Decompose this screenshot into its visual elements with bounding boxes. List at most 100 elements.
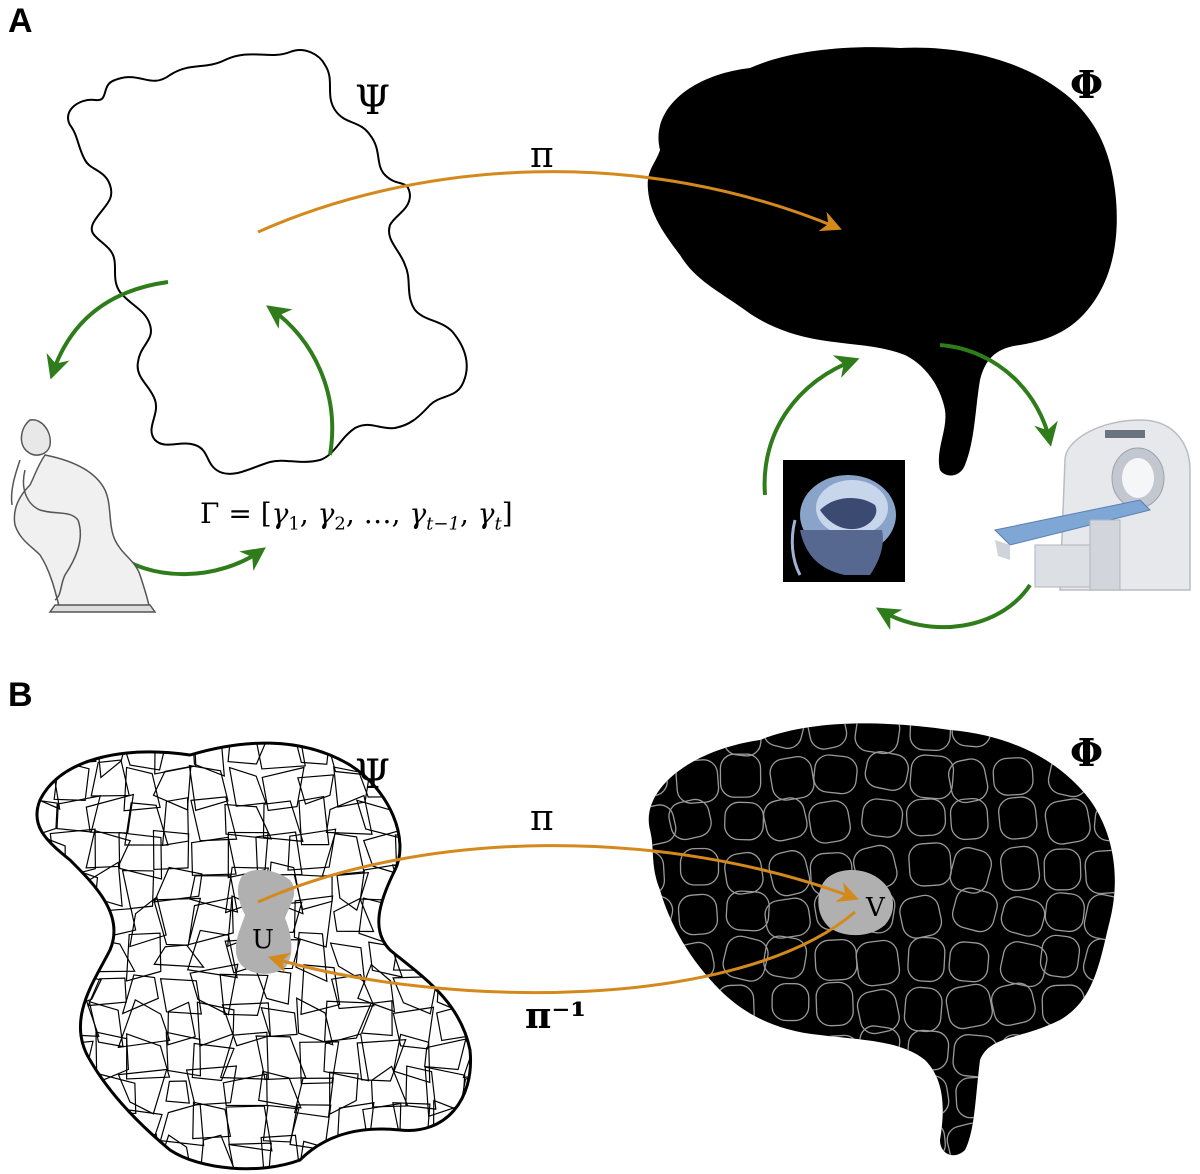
psi-cell (224, 803, 273, 840)
brain-cell (1084, 849, 1115, 895)
brain-cell (1086, 1027, 1115, 1072)
psi-cell (165, 1031, 202, 1077)
panel-label-b: B (8, 676, 33, 714)
psi-cell (467, 1139, 471, 1169)
brain-cell (768, 850, 811, 897)
psi-cell (152, 1167, 202, 1169)
brain-cell (1046, 1072, 1086, 1112)
psi-cell (298, 795, 330, 846)
psi-cell (228, 1142, 272, 1169)
brain-cell (817, 1034, 861, 1080)
gamma-item: … (363, 497, 392, 530)
brain-cell (905, 798, 947, 837)
brain-cell (999, 941, 1048, 988)
brain-cell (856, 988, 900, 1035)
psi-cell (323, 1033, 370, 1082)
psi-label-a: Ψ (355, 78, 391, 124)
psi-cell (165, 1080, 190, 1104)
psi-cell (191, 1042, 235, 1082)
psi-cell (36, 1135, 67, 1169)
psi-cell (62, 907, 96, 945)
gamma-item: γt (477, 497, 502, 535)
gamma-item: γ1 (271, 497, 300, 535)
thinker-statue-icon (10, 419, 157, 613)
psi-cell (255, 831, 303, 876)
brain-cell (719, 753, 762, 798)
psi-cell (462, 1034, 471, 1079)
psi-cell (159, 1102, 205, 1147)
psi-cell (462, 1168, 471, 1169)
psi-cell (121, 974, 159, 1015)
psi-cell (457, 743, 471, 777)
psi-cell (427, 929, 471, 975)
psi-cell (392, 1033, 431, 1084)
psi-cell (95, 1031, 130, 1084)
brain-cell (772, 1076, 819, 1117)
psi-cell (117, 999, 171, 1049)
brain-cell (1090, 988, 1115, 1027)
psi-cell (36, 934, 65, 979)
brain-cell (763, 935, 808, 979)
psi-cell (36, 797, 58, 843)
psi-cell (424, 864, 465, 908)
psi-cell (191, 836, 237, 876)
psi-cell (323, 1000, 373, 1043)
psi-cell (190, 796, 238, 842)
psi-cell (153, 944, 205, 968)
region-u-shape (235, 869, 295, 974)
psi-cell (119, 743, 170, 771)
psi-label-b: Ψ (355, 752, 391, 798)
brain-cell (861, 798, 904, 838)
psi-cell (405, 1065, 437, 1110)
brain-cell (1044, 892, 1086, 933)
psi-cell (458, 932, 471, 982)
psi-cell (258, 1070, 302, 1109)
psi-cell (464, 828, 471, 881)
psi-cell (297, 774, 335, 805)
brain-cell (808, 800, 851, 844)
psi-cell (154, 743, 197, 775)
pi-label-b: π (530, 798, 554, 839)
pi-arrow-a (257, 170, 842, 234)
brain-cell (679, 1073, 721, 1114)
psi-cell (185, 1065, 238, 1106)
psi-cell (360, 1000, 393, 1037)
brain-cell (766, 1124, 806, 1156)
psi-cell (36, 1032, 67, 1071)
mri-scanner-icon (993, 419, 1191, 591)
psi-cell (189, 875, 239, 913)
brain-cell (648, 988, 677, 1030)
brain-cell (945, 983, 993, 1030)
brain-cell (725, 890, 770, 932)
brain-cell (998, 1034, 1039, 1075)
brain-cell (672, 1125, 718, 1156)
psi-cell (333, 897, 375, 933)
psi-cell (425, 837, 469, 874)
psi-cell (391, 902, 440, 944)
brain-cell (718, 1128, 759, 1156)
brain-cell (816, 1077, 862, 1123)
pi-inverse-arrow-b (267, 910, 856, 995)
brain-cell (948, 758, 989, 804)
pi-label-a: π (530, 135, 554, 176)
psi-cell (52, 1106, 100, 1153)
psi-cell (36, 874, 63, 904)
psi-cell (329, 1071, 359, 1116)
psi-cell (391, 1167, 442, 1169)
psi-cell (64, 936, 100, 970)
brain-cell (648, 1031, 666, 1070)
psi-cell (86, 1106, 126, 1147)
brain-cell (722, 935, 769, 982)
green-arrow-gamma-to-psi (266, 305, 335, 456)
psi-cell (118, 831, 163, 880)
psi-cell (293, 1077, 334, 1118)
brain-cell (1000, 845, 1041, 892)
psi-cell (222, 1073, 268, 1107)
psi-cell (426, 771, 465, 812)
brain-cell (762, 797, 808, 842)
psi-cell (56, 1133, 103, 1169)
psi-space-outline-a (67, 49, 468, 475)
psi-cell (390, 743, 436, 779)
psi-cell (260, 1006, 298, 1037)
psi-cell (262, 800, 304, 843)
